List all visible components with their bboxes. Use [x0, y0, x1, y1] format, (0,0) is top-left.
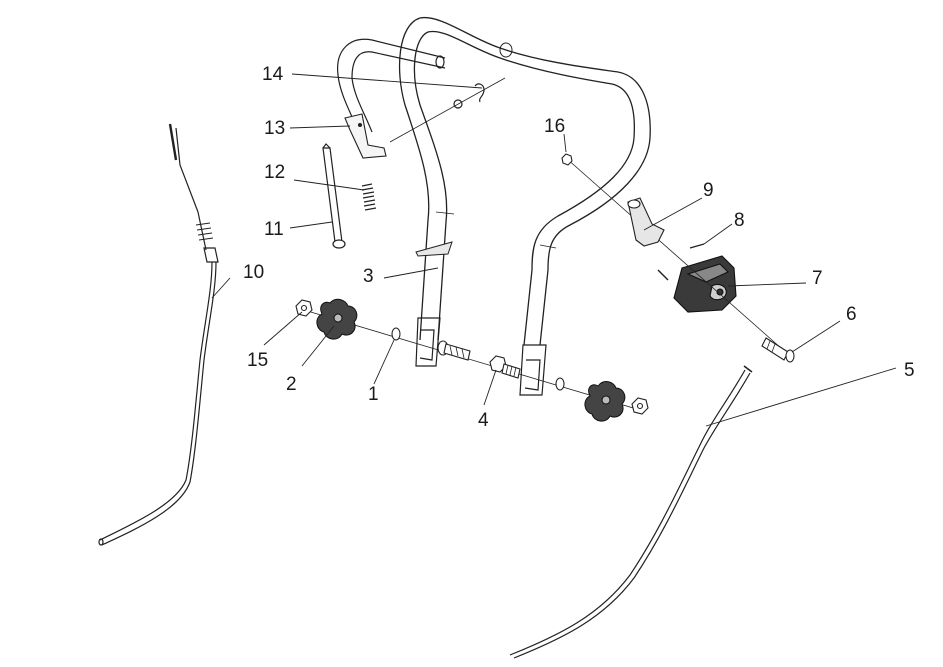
control-cable-5 [509, 365, 753, 659]
nut-16 [561, 153, 573, 166]
rod-11 [322, 143, 346, 249]
callout-3: 3 [363, 266, 374, 287]
nut-right [631, 397, 649, 415]
callout-6: 6 [846, 304, 857, 325]
knob-2-left [316, 298, 358, 340]
bracket-9 [627, 197, 665, 247]
leader-lines [211, 73, 897, 427]
cable-guide-7 [673, 255, 737, 313]
callout-9: 9 [703, 180, 714, 201]
upper-handle-tube [398, 16, 651, 346]
nut-15 [295, 299, 313, 317]
knob-right [584, 381, 626, 422]
callout-12: 12 [264, 162, 285, 183]
pin-14 [389, 77, 506, 143]
washer-right [555, 377, 565, 391]
callout-14: 14 [262, 64, 284, 85]
screw-8 [657, 243, 705, 281]
callout-7: 7 [812, 268, 823, 289]
cable-clip [415, 241, 453, 257]
callout-16: 16 [544, 116, 565, 137]
guide-axis [565, 157, 791, 357]
assembly-axis [303, 309, 641, 411]
threaded-bolt [489, 355, 521, 379]
callout-10: 10 [243, 262, 264, 283]
spring-12 [361, 183, 377, 211]
callout-1: 1 [368, 384, 379, 405]
callout-11: 11 [264, 219, 284, 240]
callout-2: 2 [286, 374, 297, 395]
handle-lower-ends [415, 317, 547, 396]
bracket-13 [344, 113, 387, 159]
washer-1 [391, 327, 401, 341]
callout-labels: 1 2 3 4 5 6 7 8 9 10 11 12 13 14 15 16 [243, 64, 915, 431]
callout-8: 8 [734, 210, 745, 231]
callout-13: 13 [264, 118, 285, 139]
control-cable-10 [98, 123, 219, 546]
bolt-6 [761, 337, 795, 363]
callout-5: 5 [904, 360, 915, 381]
callout-15: 15 [247, 350, 268, 371]
carriage-bolt-4 [437, 340, 471, 361]
callout-4: 4 [478, 410, 489, 431]
